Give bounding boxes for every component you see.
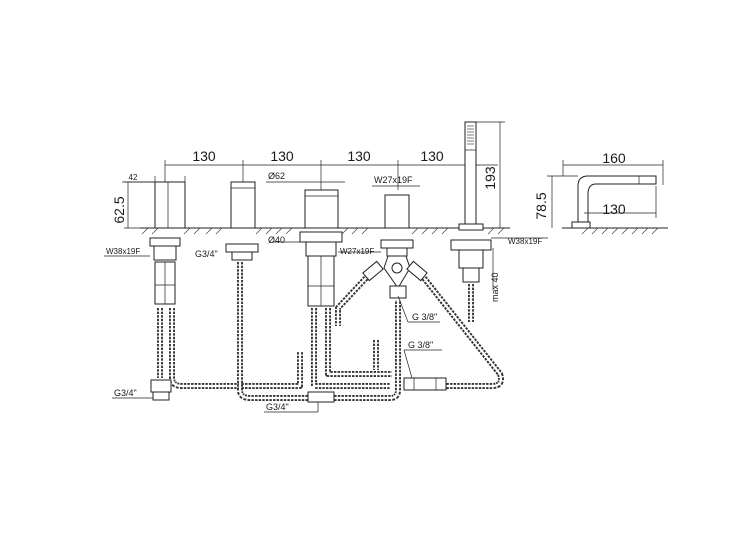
handshower: 193 W38x19F max 40 [450,121,548,302]
w38-left-label: W38x19F [106,247,140,256]
handshower-valve: W27x19F W27x19F [338,175,428,299]
handle-width-label: 42 [129,173,138,182]
g38-a-label: G 3/8" [412,312,437,322]
spout-body: G3/4" [195,181,259,380]
g34-bottom-label: G3/4" [266,402,289,412]
spacing-label-2: 130 [270,148,294,164]
deck-height-label: 62.5 [111,196,127,223]
w27-top-label: W27x19F [374,175,413,185]
spacing-label-4: 130 [420,148,444,164]
spacing-dimension-chain: 130 130 130 130 [164,148,498,190]
g38-b-label: G 3/8" [408,340,433,350]
g34-left-label: G3/4" [114,388,137,398]
w38-right-label: W38x19F [508,237,542,246]
spacing-label-1: 130 [192,148,216,164]
spout-side-view: 160 130 78.5 [533,150,664,229]
diverter-handle: Ø62 Ø40 [266,171,345,307]
deck-surface [140,227,668,235]
max-deck-label: max 40 [490,272,500,302]
diverter-base-dia-label: Ø40 [268,235,285,245]
spout-length-label: 160 [602,150,626,166]
left-handle: 42 62.5 W38x19F [104,173,186,305]
spacing-label-3: 130 [347,148,371,164]
spout-reach-label: 130 [602,201,626,217]
g34-top-label: G3/4" [195,249,218,259]
w27-mid-label: W27x19F [340,247,374,256]
diverter-dia-label: Ø62 [268,171,285,181]
handshower-height-label: 193 [482,166,498,190]
bottom-fittings: G3/4" G3/4" G 3/8" G 3/8" [112,295,442,413]
spout-height-label: 78.5 [533,192,549,219]
